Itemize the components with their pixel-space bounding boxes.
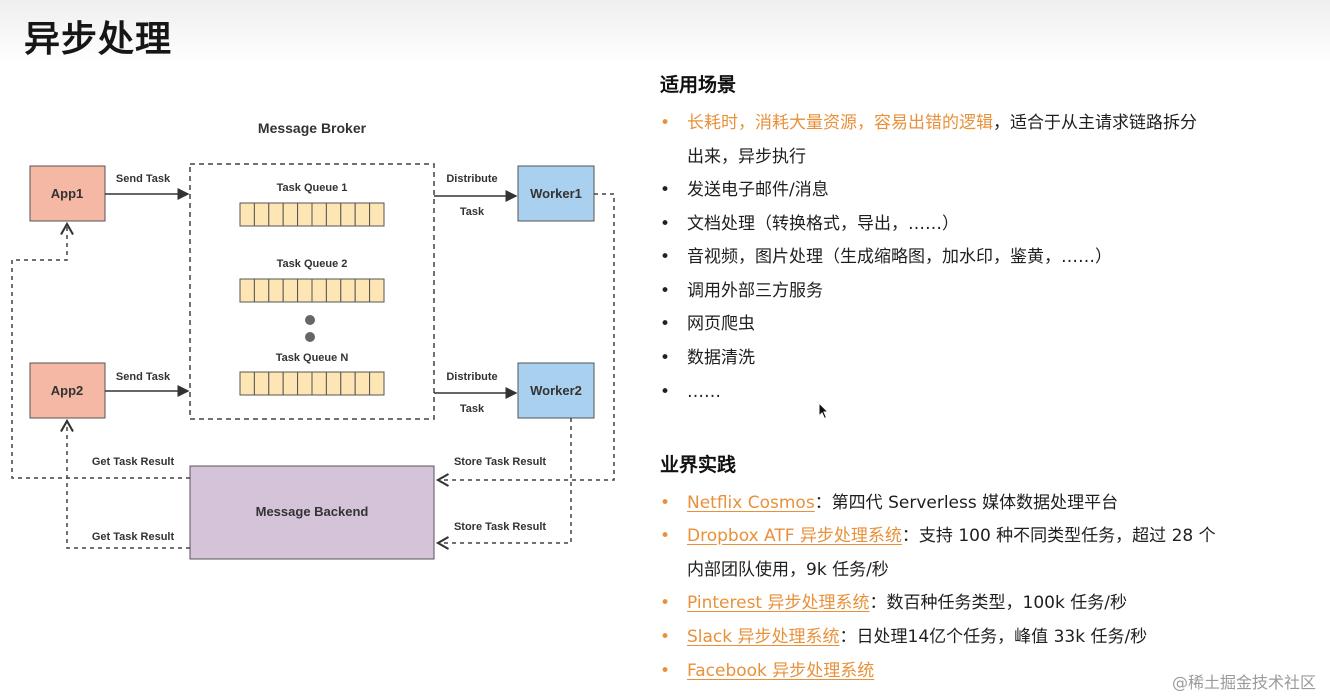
- queue-cell: [369, 371, 385, 396]
- queue-cell: [268, 371, 284, 396]
- practice-title: 业界实践: [660, 454, 737, 476]
- queue-1-label: Task Queue 1: [277, 182, 348, 194]
- dropbox-link[interactable]: Dropbox ATF 异步处理系统: [687, 526, 902, 546]
- worker1-label: Worker1: [530, 186, 582, 201]
- watermark: @稀土掘金技术社区: [1171, 673, 1316, 692]
- task-queue-2: [239, 278, 385, 303]
- app2-label: App2: [51, 383, 84, 398]
- ellipsis-dot: [305, 332, 315, 342]
- app2-box: [29, 362, 106, 419]
- architecture-diagram: Message Broker App1 App2 Worker1 Worker2…: [0, 60, 640, 580]
- queue-cell: [325, 371, 342, 396]
- facebook-link[interactable]: Facebook 异步处理系统: [687, 661, 875, 681]
- queue-cell: [297, 278, 313, 303]
- queue-2-label: Task Queue 2: [277, 258, 348, 270]
- store-result-path-1: [435, 193, 615, 487]
- scenarios-title: 适用场景: [660, 74, 737, 96]
- message-backend-box: [189, 465, 435, 560]
- title-bar: [0, 0, 1330, 62]
- queue-cell: [239, 278, 255, 303]
- page-title: 异步处理: [24, 19, 173, 60]
- send-task-label-1: Send Task: [116, 173, 171, 185]
- worker1-box: [517, 165, 595, 222]
- pinterest-link[interactable]: Pinterest 异步处理系统: [687, 593, 870, 613]
- task-label-2: Task: [460, 403, 485, 415]
- task-queue-1: [239, 202, 385, 227]
- ellipsis-dot: [305, 315, 315, 325]
- get-result-label-2: Get Task Result: [92, 531, 175, 543]
- queue-cell: [340, 278, 356, 303]
- broker-title: Message Broker: [258, 120, 367, 136]
- queue-cell: [282, 202, 299, 227]
- queue-cell: [311, 278, 327, 303]
- queue-cell: [354, 371, 371, 396]
- queue-cell: [282, 371, 299, 396]
- get-result-path-2: [60, 418, 190, 549]
- queue-cell: [253, 278, 270, 303]
- queue-cell: [369, 202, 385, 227]
- highlight-text: 长耗时，消耗大量资源，容易出错的逻辑: [687, 113, 993, 133]
- queue-cell: [253, 371, 270, 396]
- queue-cell: [354, 278, 371, 303]
- queue-cell: [340, 371, 356, 396]
- queue-n-label: Task Queue N: [276, 352, 349, 364]
- get-result-label-1: Get Task Result: [92, 456, 175, 468]
- store-result-label-2: Store Task Result: [454, 521, 546, 533]
- netflix-link[interactable]: Netflix Cosmos: [687, 493, 815, 513]
- queue-cell: [369, 278, 385, 303]
- queue-cell: [268, 202, 284, 227]
- app1-label: App1: [51, 186, 84, 201]
- queue-cell: [325, 202, 342, 227]
- queue-cell: [268, 278, 284, 303]
- mouse-cursor-icon: [818, 402, 830, 420]
- send-task-label-2: Send Task: [116, 371, 171, 383]
- queue-cell: [340, 202, 356, 227]
- worker2-label: Worker2: [530, 383, 582, 398]
- message-backend-label: Message Backend: [256, 504, 369, 519]
- queue-cell: [311, 202, 327, 227]
- distribute-label-1: Distribute: [446, 173, 497, 185]
- queue-cell: [253, 202, 270, 227]
- distribute-label-2: Distribute: [446, 371, 497, 383]
- store-result-path-2: [435, 418, 572, 550]
- queue-cell: [239, 202, 255, 227]
- queue-cell: [239, 371, 255, 396]
- task-queue-n: [239, 371, 385, 396]
- task-label-1: Task: [460, 206, 485, 218]
- store-result-label-1: Store Task Result: [454, 456, 546, 468]
- worker2-box: [517, 362, 595, 419]
- queue-cell: [297, 202, 313, 227]
- slack-link[interactable]: Slack 异步处理系统: [687, 627, 840, 647]
- queue-cell: [354, 202, 371, 227]
- message-broker-box: [189, 163, 435, 420]
- queue-cell: [297, 371, 313, 396]
- queue-cell: [282, 278, 299, 303]
- queue-cell: [325, 278, 342, 303]
- get-result-path-1: [11, 221, 190, 479]
- queue-cell: [311, 371, 327, 396]
